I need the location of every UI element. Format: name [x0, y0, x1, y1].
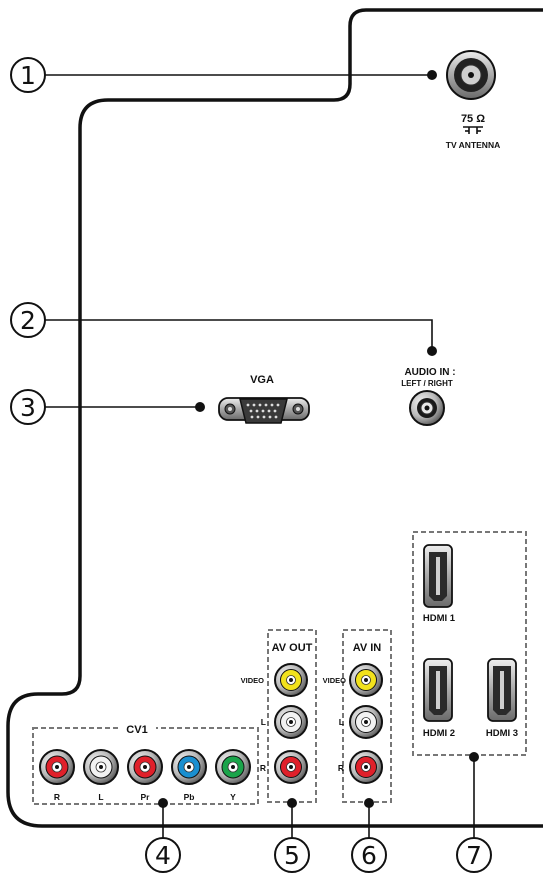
callout-5: 5 — [274, 837, 310, 873]
svg-text:2: 2 — [20, 306, 36, 335]
av-in-right-jack-icon — [349, 750, 383, 784]
cv1-jack-pb-icon — [171, 749, 207, 785]
cv1-jack-r-icon — [39, 749, 75, 785]
av-out-video-label: VIDEO — [241, 676, 265, 685]
cv1-label: CV1 — [126, 724, 147, 736]
vga-connector-icon — [218, 397, 310, 424]
audio-in-jack-icon — [409, 390, 445, 426]
antenna-label: TV ANTENNA — [446, 140, 500, 150]
callout-4: 4 — [145, 837, 181, 873]
cv1-jack-pr-icon — [127, 749, 163, 785]
svg-text:4: 4 — [155, 841, 171, 870]
av-out-left-label: L — [261, 717, 266, 727]
hdmi-3-label: HDMI 3 — [486, 728, 518, 739]
av-out-left-jack-icon — [274, 705, 308, 739]
callout-3: 3 — [10, 389, 46, 425]
hdmi-2-port-icon — [423, 658, 453, 722]
leader-line-2 — [45, 319, 433, 350]
cv1-jack-label-l: L — [98, 792, 103, 802]
svg-text:6: 6 — [361, 841, 377, 870]
av-out-right-label: R — [260, 763, 266, 773]
antenna-symbol-icon — [463, 126, 483, 134]
cv1-jack-y-icon — [215, 749, 251, 785]
leader-dot-2 — [427, 346, 437, 356]
cv1-jack-l-icon — [83, 749, 119, 785]
av-out-video-jack-icon — [274, 663, 308, 697]
svg-text:3: 3 — [20, 393, 36, 422]
leader-dot-3 — [195, 402, 205, 412]
callout-1: 1 — [10, 57, 46, 93]
callout-2: 2 — [10, 302, 46, 338]
cv1-jack-label-pr: Pr — [141, 792, 151, 802]
av-in-left-jack-icon — [349, 705, 383, 739]
av-in-right-label: R — [338, 763, 344, 773]
audio-in-sublabel: LEFT / RIGHT — [401, 379, 453, 388]
av-in-video-label: VIDEO — [323, 676, 347, 685]
audio-in-label: AUDIO IN : — [404, 367, 455, 378]
cv1-jack-label-y: Y — [230, 792, 236, 802]
panel-outline — [6, 8, 543, 828]
cv1-jack-label-pb: Pb — [184, 792, 195, 802]
av-in-left-label: L — [339, 717, 344, 727]
leader-dot-1 — [427, 70, 437, 80]
callout-7: 7 — [456, 837, 492, 873]
callout-6: 6 — [351, 837, 387, 873]
cv1-jack-label-r: R — [54, 792, 60, 802]
antenna-impedance-label: 75 Ω — [461, 113, 485, 125]
vga-label: VGA — [250, 374, 274, 386]
svg-text:1: 1 — [20, 61, 36, 90]
hdmi-3-port-icon — [487, 658, 517, 722]
av-out-right-jack-icon — [274, 750, 308, 784]
hdmi-1-port-icon — [423, 544, 453, 608]
av-in-title: AV IN — [353, 642, 382, 654]
hdmi-2-label: HDMI 2 — [423, 728, 455, 739]
hdmi-1-label: HDMI 1 — [423, 613, 456, 624]
svg-text:7: 7 — [466, 841, 482, 870]
av-out-title: AV OUT — [272, 642, 313, 654]
antenna-connector-icon — [446, 50, 496, 100]
av-in-video-jack-icon — [349, 663, 383, 697]
svg-text:5: 5 — [284, 841, 300, 870]
